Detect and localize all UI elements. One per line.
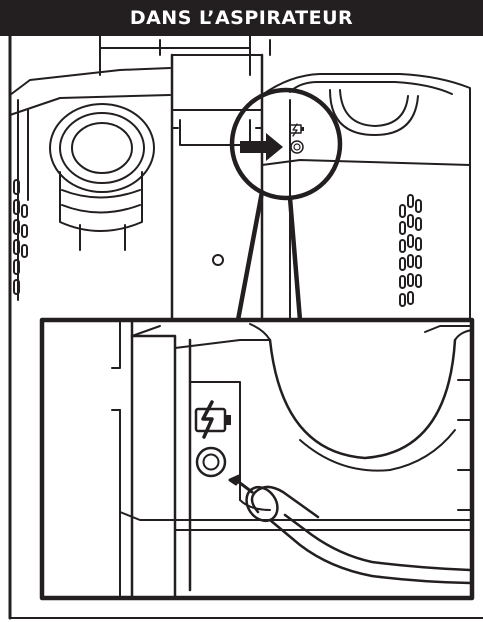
- callout-leader-left: [235, 189, 265, 323]
- charger-plug-icon: [245, 485, 472, 585]
- callout-leader-right: [287, 195, 303, 323]
- page-title: DANS L’ASPIRATEUR: [0, 0, 483, 36]
- battery-charging-icon: [194, 400, 231, 439]
- arrow-icon: [240, 133, 283, 161]
- canister: [49, 103, 155, 251]
- screw-hole: [212, 254, 224, 266]
- charging-port-icon: [195, 446, 227, 478]
- vacuum-overview: [9, 35, 471, 323]
- callout-circle: [229, 87, 343, 201]
- right-vents: [399, 194, 422, 307]
- detail-inset: [39, 317, 475, 601]
- center-column: [159, 39, 271, 320]
- charging-port-overview: [289, 123, 304, 154]
- left-vents: [13, 179, 28, 295]
